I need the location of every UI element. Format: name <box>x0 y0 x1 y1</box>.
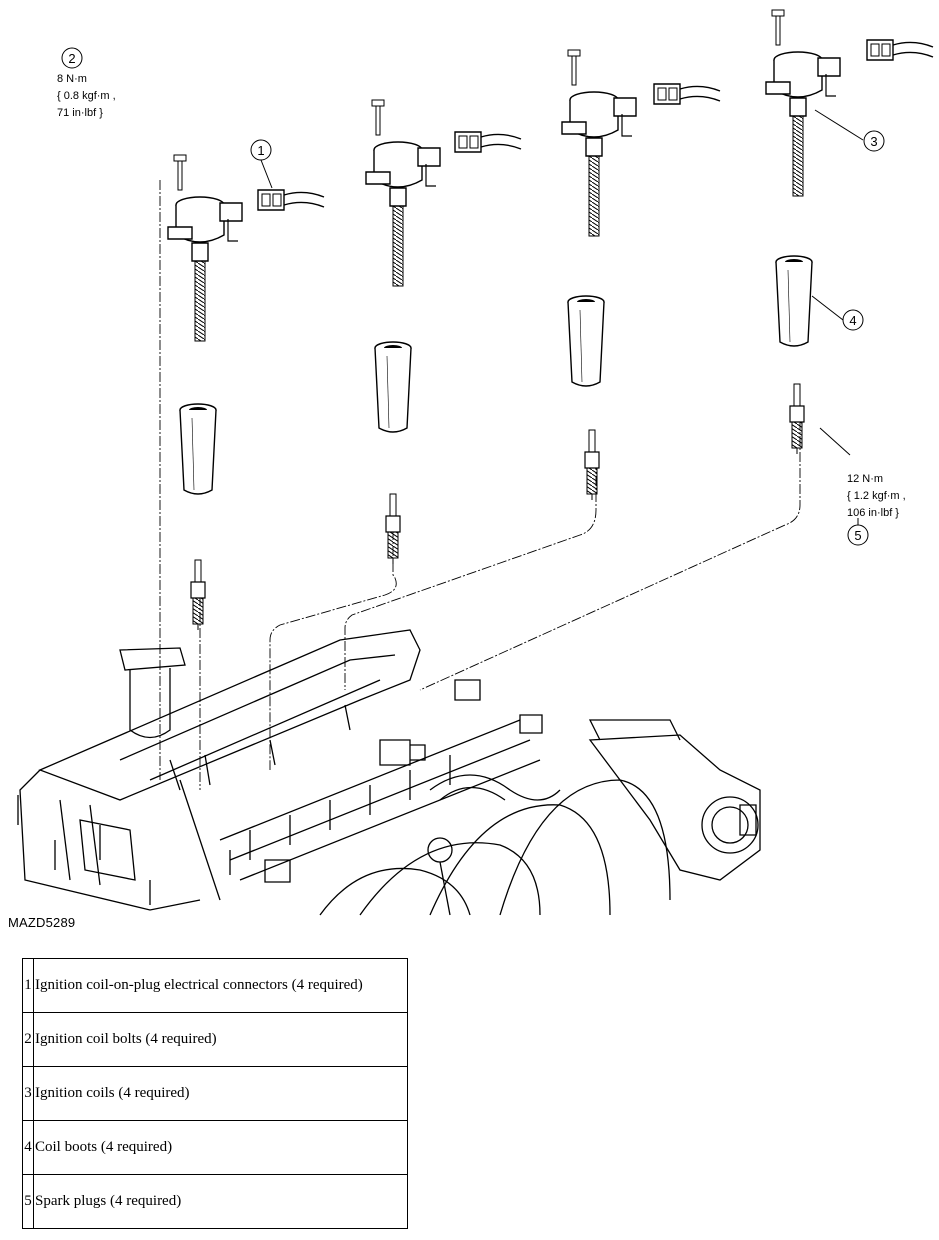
callout-1: 1 <box>250 139 272 161</box>
torque-plugs-line-2: { 1.2 kgf·m , <box>847 490 906 502</box>
callout-5: 5 <box>847 524 869 546</box>
legend-description: Ignition coils (4 required) <box>33 1066 408 1121</box>
legend-row: 2 Ignition coil bolts (4 required) <box>22 1012 408 1067</box>
legend-number: 3 <box>22 1066 34 1121</box>
legend-description: Spark plugs (4 required) <box>33 1174 408 1229</box>
legend-description: Coil boots (4 required) <box>33 1120 408 1175</box>
callout-2-number: 2 <box>68 51 75 66</box>
legend-number: 2 <box>22 1012 34 1067</box>
callout-3-number: 3 <box>870 134 877 149</box>
legend-table: 1 Ignition coil-on-plug electrical conne… <box>22 958 408 1229</box>
coil-assembly-2 <box>365 99 522 565</box>
torque-bolts-line-3: 71 in·lbf } <box>57 107 103 119</box>
callout-4: 4 <box>842 309 864 331</box>
torque-plugs-line-3: 106 in·lbf } <box>847 507 899 519</box>
torque-plugs-line-1: 12 N·m <box>847 473 883 485</box>
exploded-view-diagram: 1 2 3 4 5 8 N·m { 0.8 kgf·m , 71 in·lbf … <box>17 9 934 916</box>
figure-id: MAZD5289 <box>8 915 76 930</box>
legend-row: 1 Ignition coil-on-plug electrical conne… <box>22 958 408 1013</box>
legend-row: 5 Spark plugs (4 required) <box>22 1174 408 1229</box>
legend-number: 5 <box>22 1174 34 1229</box>
callout-leaders <box>260 109 864 525</box>
torque-spec-bolts: 8 N·m { 0.8 kgf·m , 71 in·lbf } <box>57 73 116 119</box>
callout-2: 2 <box>61 47 83 69</box>
torque-spec-plugs: 12 N·m { 1.2 kgf·m , 106 in·lbf } <box>847 473 906 519</box>
engine-head-illustration <box>17 629 761 916</box>
legend-number: 4 <box>22 1120 34 1175</box>
torque-bolts-line-2: { 0.8 kgf·m , <box>57 90 116 102</box>
torque-bolts-line-1: 8 N·m <box>57 73 87 85</box>
legend-row: 4 Coil boots (4 required) <box>22 1120 408 1175</box>
coil-assembly-1 <box>167 154 325 631</box>
legend-description: Ignition coil bolts (4 required) <box>33 1012 408 1067</box>
legend-number: 1 <box>22 958 34 1013</box>
callout-3: 3 <box>863 130 885 152</box>
coil-assembly-4 <box>765 9 934 455</box>
coil-assembly-3 <box>561 49 721 501</box>
callout-4-number: 4 <box>849 313 856 328</box>
legend-row: 3 Ignition coils (4 required) <box>22 1066 408 1121</box>
callout-5-number: 5 <box>854 528 861 543</box>
callout-1-number: 1 <box>257 143 264 158</box>
legend-description: Ignition coil-on-plug electrical connect… <box>33 958 408 1013</box>
